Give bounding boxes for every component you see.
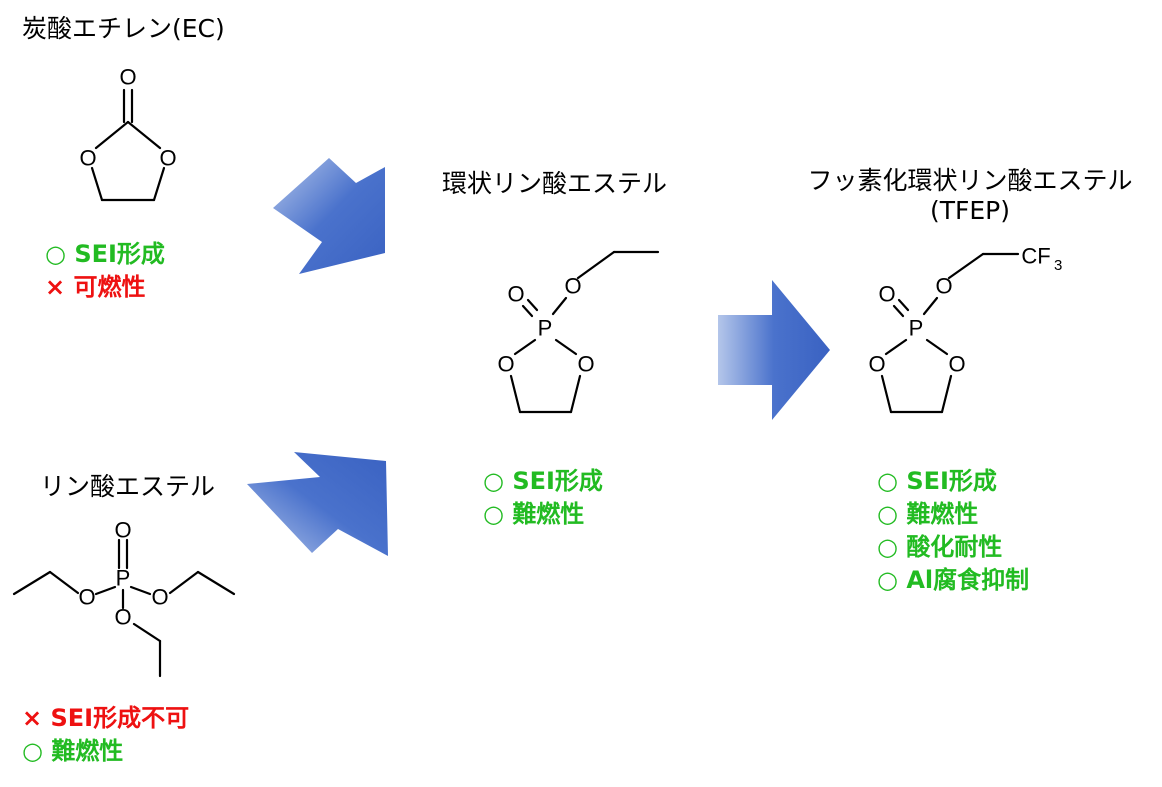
tfep-title-line2: (TFEP) <box>929 196 1011 225</box>
property-sei: ○ SEI形成 <box>483 467 603 495</box>
atom-o: O <box>878 282 895 307</box>
atom-o: O <box>948 352 965 377</box>
ec-structure: O O O <box>79 65 177 202</box>
atom-o: O <box>564 274 581 299</box>
ec-properties: ○ SEI形成 × 可燃性 <box>45 238 165 304</box>
phosphate-title: リン酸エステル <box>40 472 216 501</box>
atom-o: O <box>78 585 95 610</box>
tfep-title-line1: フッ素化環状リン酸エステル <box>807 166 1133 195</box>
atom-o: O <box>935 274 952 299</box>
atom-o: O <box>159 146 176 171</box>
arrow-down-right <box>273 158 385 274</box>
property-flame-retardant: ○ 難燃性 <box>877 500 979 528</box>
property-sei: ○ SEI形成 <box>877 467 997 495</box>
atom-o: O <box>507 282 524 307</box>
bad-mark: × <box>45 273 66 301</box>
cyclic-title: 環状リン酸エステル <box>442 169 668 198</box>
cyclic-properties: ○ SEI形成 ○ 難燃性 <box>483 465 603 531</box>
tfep-structure: O P O O O CF 3 <box>868 244 1062 414</box>
tfep-title: フッ素化環状リン酸エステル (TFEP) <box>807 166 1132 226</box>
atom-cf: CF <box>1021 244 1050 269</box>
atom-o: O <box>114 518 131 543</box>
atom-o: O <box>868 352 885 377</box>
atom-o: O <box>497 352 514 377</box>
atom-p: P <box>116 566 131 591</box>
good-mark: ○ <box>877 467 898 495</box>
cyclic-structure: O P O O O <box>497 250 660 414</box>
good-mark: ○ <box>22 737 43 765</box>
atom-p: P <box>538 316 553 341</box>
atom-o: O <box>114 605 131 630</box>
atom-o: O <box>79 146 96 171</box>
good-mark: ○ <box>483 500 504 528</box>
tfep-properties: ○ SEI形成 ○ 難燃性 ○ 酸化耐性 ○ Al腐食抑制 <box>877 465 1029 597</box>
phosphate-structure: O P O O O <box>12 518 236 678</box>
property-flame-retardant: ○ 難燃性 <box>22 737 124 765</box>
good-mark: ○ <box>877 566 898 594</box>
atom-subscript: 3 <box>1054 257 1062 274</box>
property-sei: ○ SEI形成 <box>45 240 165 268</box>
property-flammable: × 可燃性 <box>45 273 146 301</box>
ec-title: 炭酸エチレン(EC) <box>22 14 225 43</box>
arrow-right <box>718 280 830 420</box>
phosphate-properties: × SEI形成不可 ○ 難燃性 <box>22 702 189 768</box>
atom-o: O <box>151 585 168 610</box>
good-mark: ○ <box>45 240 66 268</box>
good-mark: ○ <box>483 467 504 495</box>
property-al-corrosion-inhibition: ○ Al腐食抑制 <box>877 566 1030 594</box>
atom-p: P <box>909 316 924 341</box>
property-flame-retardant: ○ 難燃性 <box>483 500 585 528</box>
good-mark: ○ <box>877 500 898 528</box>
atom-o: O <box>119 65 136 90</box>
property-oxidation-resistance: ○ 酸化耐性 <box>877 533 1003 561</box>
property-no-sei: × SEI形成不可 <box>22 704 190 732</box>
atom-o: O <box>577 352 594 377</box>
arrow-up-right <box>247 452 388 556</box>
good-mark: ○ <box>877 533 898 561</box>
bad-mark: × <box>22 704 43 732</box>
